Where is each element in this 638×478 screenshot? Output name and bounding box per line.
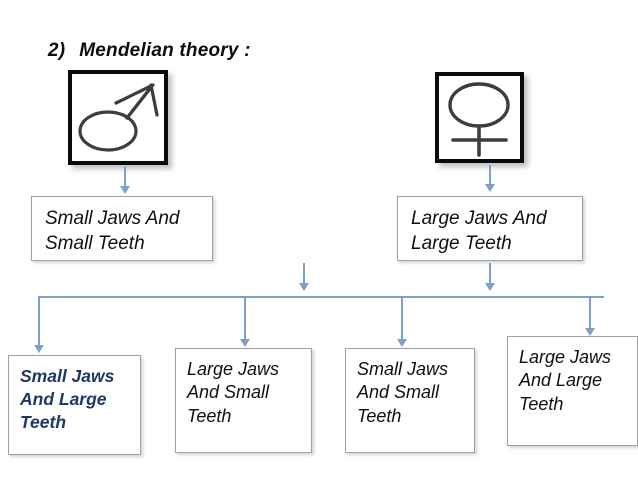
offspring-text-4: Large Jaws And Large Teeth	[519, 347, 612, 414]
connector-bus-horizontal	[38, 296, 604, 298]
offspring-box-2[interactable]: Large Jaws And Small Teeth	[175, 348, 312, 453]
offspring-text-1: Small Jaws And Large Teeth	[20, 366, 115, 432]
arrowhead-offspring-3	[397, 339, 407, 347]
offspring-box-3[interactable]: Small Jaws And Small Teeth	[345, 348, 475, 453]
connector-male-to-trait	[124, 167, 126, 188]
offspring-text-3: Small Jaws And Small Teeth	[357, 359, 449, 426]
arrowhead-female-to-trait	[485, 184, 495, 192]
offspring-box-1[interactable]: Small Jaws And Large Teeth	[8, 355, 141, 455]
title-text: Mendelian theory :	[79, 40, 251, 61]
offspring-box-4[interactable]: Large Jaws And Large Teeth	[507, 336, 638, 446]
connector-mother-to-bus	[489, 263, 491, 285]
female-symbol-box[interactable]	[435, 72, 524, 163]
arrowhead-mother-to-bus	[485, 283, 495, 291]
arrowhead-offspring-4	[585, 328, 595, 336]
mother-trait-box[interactable]: Large Jaws And Large Teeth	[397, 196, 583, 261]
connector-bus-to-offspring-4	[589, 296, 591, 330]
father-trait-text: Small Jaws And Small Teeth	[45, 208, 180, 254]
title-number: 2)	[47, 40, 66, 61]
arrowhead-father-to-bus	[299, 283, 309, 291]
father-trait-box[interactable]: Small Jaws And Small Teeth	[31, 196, 213, 261]
connector-bus-to-offspring-1	[38, 296, 40, 347]
connector-father-to-bus	[303, 263, 305, 285]
arrowhead-offspring-2	[240, 339, 250, 347]
connector-female-to-trait	[489, 165, 491, 186]
arrowhead-offspring-1	[34, 345, 44, 353]
male-symbol-box[interactable]	[68, 70, 168, 165]
arrowhead-male-to-trait	[120, 186, 130, 194]
offspring-text-2: Large Jaws And Small Teeth	[187, 359, 280, 426]
mother-trait-text: Large Jaws And Large Teeth	[411, 208, 547, 254]
page-title: 2) Mendelian theory :	[26, 18, 251, 84]
connector-bus-to-offspring-3	[401, 296, 403, 341]
connector-bus-to-offspring-2	[244, 296, 246, 341]
female-symbol-icon	[448, 82, 510, 157]
male-symbol-icon	[78, 83, 159, 152]
